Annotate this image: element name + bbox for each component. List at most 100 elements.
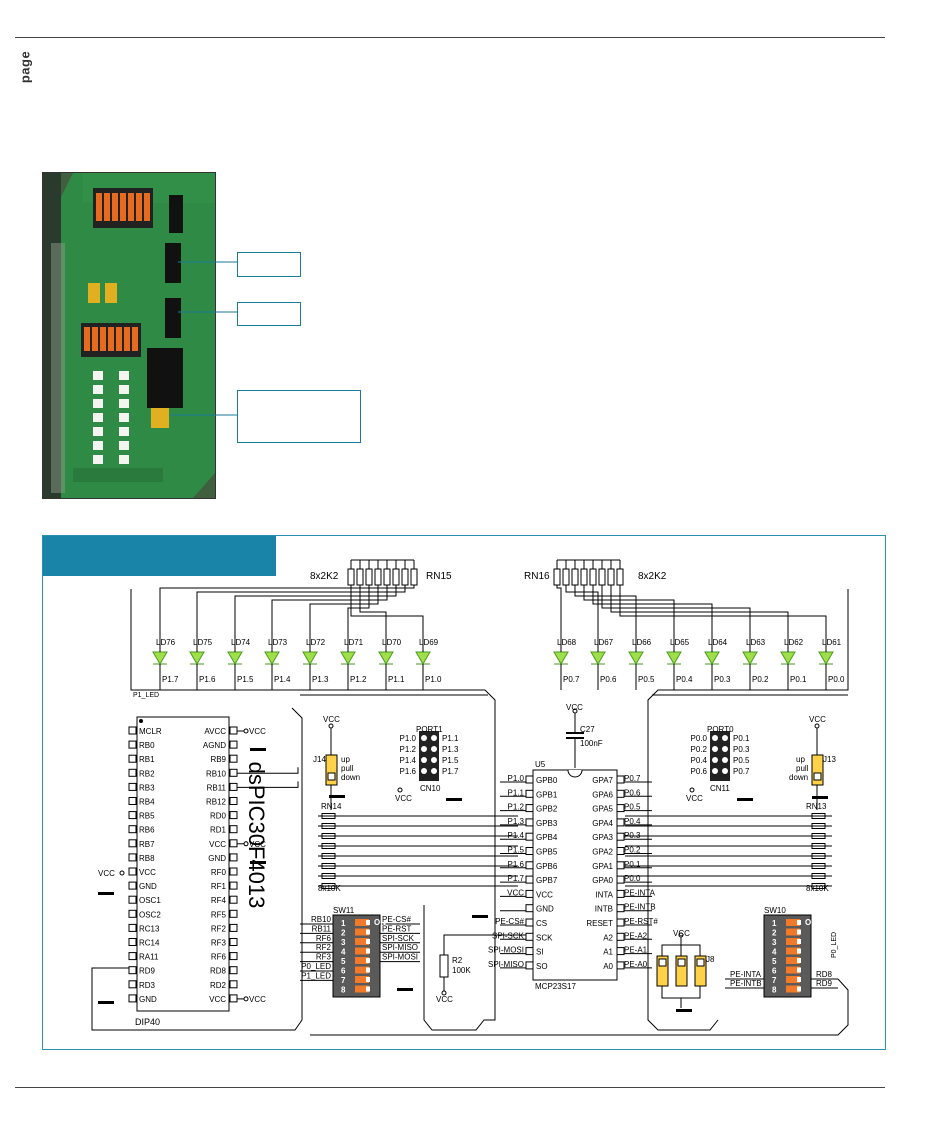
led-right-pin: P0.6 <box>600 675 617 684</box>
led-right-ref: LD62 <box>784 638 804 647</box>
dip40-pin-right <box>229 980 238 989</box>
dip40-vcc-node <box>243 728 249 734</box>
u5-net-left: P1.6 <box>508 860 525 869</box>
mcu-route <box>237 767 299 774</box>
u5-pin-left <box>525 861 534 870</box>
rn15-resistor <box>374 568 382 586</box>
led-right-route <box>610 585 789 652</box>
dip40-pin-right <box>229 825 238 834</box>
schematic-title-tab <box>43 536 276 576</box>
dip40-pin-right <box>229 768 238 777</box>
ground-symbol <box>250 748 266 751</box>
sw10-toggle-knob <box>797 920 801 925</box>
u5-pin-left-label: SO <box>536 962 548 971</box>
dip40-pin-left-label: RC13 <box>139 924 160 933</box>
u5-pin-right-label: GPA0 <box>592 876 613 885</box>
led-left-route <box>309 585 379 652</box>
dip40-body <box>136 716 230 1012</box>
sw11-toggle-knob <box>366 948 370 954</box>
led-left-pin: P1.3 <box>312 675 329 684</box>
led-right-led-icon <box>780 651 796 665</box>
dip40-vcc-label: VCC <box>249 840 266 849</box>
dip40-pin-left <box>128 909 137 918</box>
port1-pin <box>431 735 437 741</box>
dip40-vcc-left-node <box>119 870 125 876</box>
led-left-led-icon <box>189 651 205 665</box>
ground-symbol <box>676 1009 692 1012</box>
u5-pin-right <box>616 932 625 941</box>
u5-net-right: PE-A2 <box>624 931 648 940</box>
dip40-pin-left-label: RB1 <box>139 755 155 764</box>
u5-net-left: SPI-MISO <box>488 960 524 969</box>
u5-net-right: P0.3 <box>624 831 641 840</box>
dip40-pin-left <box>128 952 137 961</box>
led-right-pin: P0.3 <box>714 675 731 684</box>
top-rule <box>15 37 885 38</box>
sw11-toggle <box>355 919 369 926</box>
u5-pin-right <box>616 861 625 870</box>
u5-net-left: P1.4 <box>508 831 525 840</box>
dip40-pin-left <box>128 966 137 975</box>
port0-right-label: P0.7 <box>733 767 750 776</box>
u5-net-right: P0.5 <box>624 803 641 812</box>
led-right-pin: P0.0 <box>828 675 845 684</box>
u5-pin-right-label: A2 <box>603 933 613 942</box>
sw10-net-right: RD9 <box>816 979 833 988</box>
dip40-vcc-label: VCC <box>249 995 266 1004</box>
j8-pin <box>677 958 686 967</box>
u5-pin-right <box>616 889 625 898</box>
port0-left-label: P0.4 <box>691 756 708 765</box>
callout-box-jumpers <box>237 390 361 443</box>
port1-left-label: P1.6 <box>400 767 417 776</box>
led-right-led-icon <box>628 651 644 665</box>
u5-pin-right <box>616 847 625 855</box>
u5-pin-left <box>525 804 534 813</box>
port1-vcc-node <box>397 787 403 793</box>
led-left-pin: P1.7 <box>162 675 179 684</box>
u5-pin-right-label: RESET <box>586 919 613 928</box>
dip40-pin-left <box>128 811 137 820</box>
j8-pin <box>658 958 667 967</box>
dip40-pin-right-label: AGND <box>203 741 226 750</box>
u5-pin-left <box>525 875 534 884</box>
dip40-pin-right <box>229 938 238 946</box>
port0-pin <box>722 757 728 763</box>
led-left-ref: LD75 <box>193 638 213 647</box>
j8-gnd-bus <box>661 986 701 999</box>
led-right-route <box>565 585 599 652</box>
u5-pin-left <box>525 932 534 941</box>
led-right-route <box>619 585 827 652</box>
sw10-toggle <box>786 966 800 974</box>
dip40-vcc-node <box>243 996 249 1002</box>
led-left-ref: LD69 <box>419 638 439 647</box>
sw11-net-right: PE-CS# <box>382 915 411 924</box>
led-right-route <box>556 585 562 652</box>
dip40-pin-right <box>229 952 238 961</box>
dip40-pin-left <box>128 768 137 777</box>
r2-vcc-node <box>441 990 447 996</box>
rn16-resistor <box>580 568 588 586</box>
u5-net-right: P0.4 <box>624 817 641 826</box>
rn16-resistor <box>616 568 624 586</box>
sw11-net-right: SPI-SCK <box>382 934 415 943</box>
dip40-pin-left <box>128 825 137 834</box>
led-right-ref: LD63 <box>746 638 766 647</box>
port0-left-label: P0.2 <box>691 745 708 754</box>
sw10-toggle <box>786 938 800 945</box>
dip40-pin-left <box>128 867 137 876</box>
sw11-toggle <box>355 985 369 993</box>
u5-net-left: SPI-MOSI <box>488 946 524 955</box>
u5-pin-left-label: GPB0 <box>536 776 558 785</box>
u5-net-left: P1.5 <box>508 846 525 855</box>
led-right-route <box>583 585 675 652</box>
sw11-toggle <box>355 928 369 936</box>
u5-pin-right <box>616 961 625 970</box>
dip40-pin-right <box>229 853 238 862</box>
u5-pin-left-label: GPB2 <box>536 805 558 814</box>
dip40-pin-right-label: RF2 <box>211 924 227 933</box>
sw10-number: 5 <box>772 957 777 966</box>
led-left-ref: LD76 <box>156 638 176 647</box>
port0-pin <box>712 768 718 774</box>
u5-pin-left <box>525 947 534 956</box>
rn16-resistor <box>607 568 615 586</box>
